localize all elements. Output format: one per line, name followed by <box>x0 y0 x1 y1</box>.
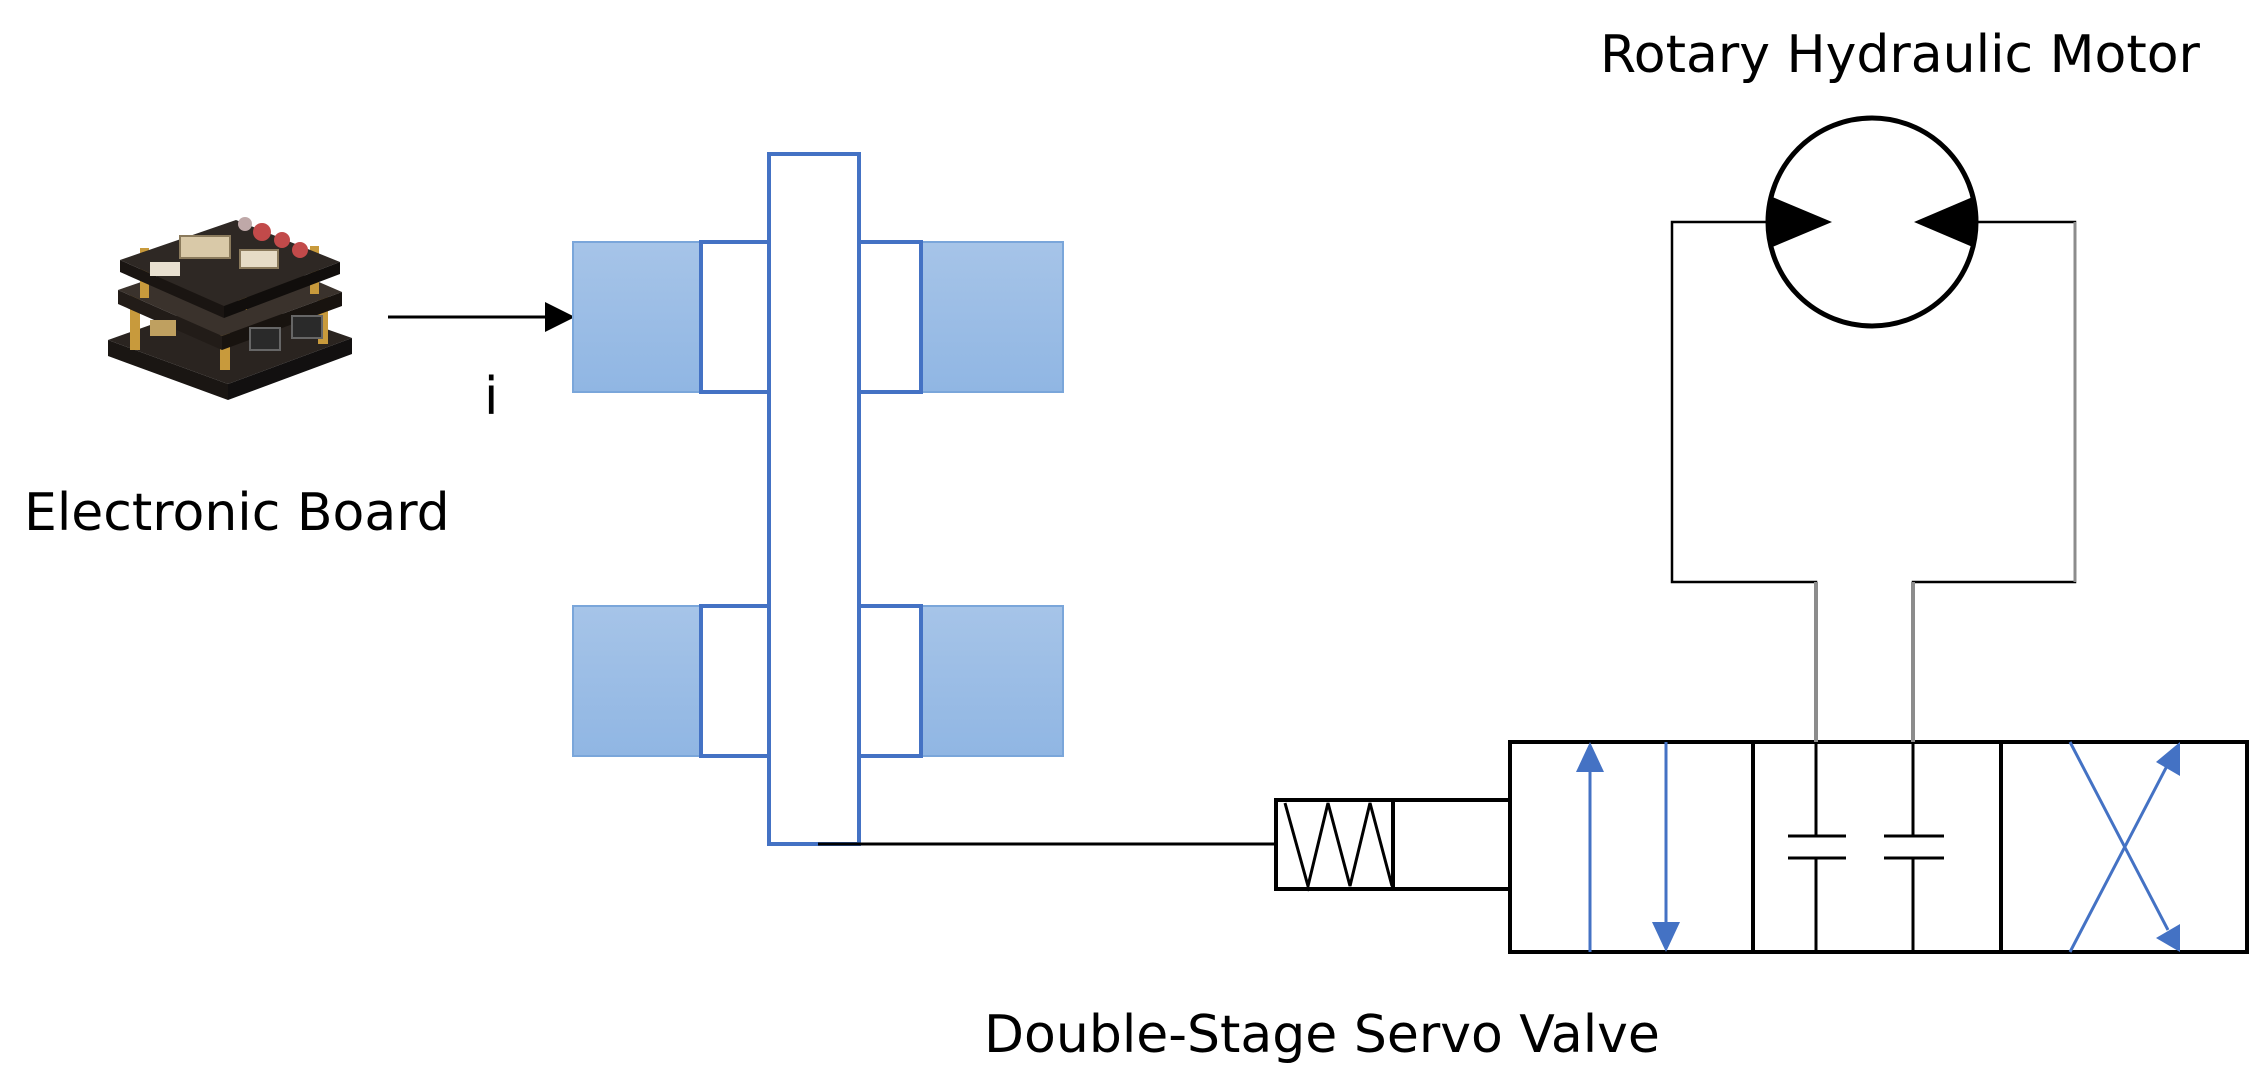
servo-valve <box>1508 740 2249 954</box>
spring-actuator <box>1274 798 1512 892</box>
circuit-board-icon <box>108 217 352 400</box>
hydraulic-motor-icon <box>1765 115 1979 329</box>
hydraulic-lines <box>1670 220 2077 742</box>
blocked-ports <box>1788 742 1944 952</box>
motor-label: Rotary Hydraulic Motor <box>1600 25 2201 85</box>
parallel-flow-arrows <box>1576 742 1680 952</box>
servo-valve-label: Double-Stage Servo Valve <box>984 1005 1660 1065</box>
crossed-flow-arrows <box>2068 741 2180 953</box>
current-symbol: i <box>484 367 498 427</box>
electronic-board-label: Electronic Board <box>24 483 450 543</box>
torque-motor <box>572 152 1064 846</box>
